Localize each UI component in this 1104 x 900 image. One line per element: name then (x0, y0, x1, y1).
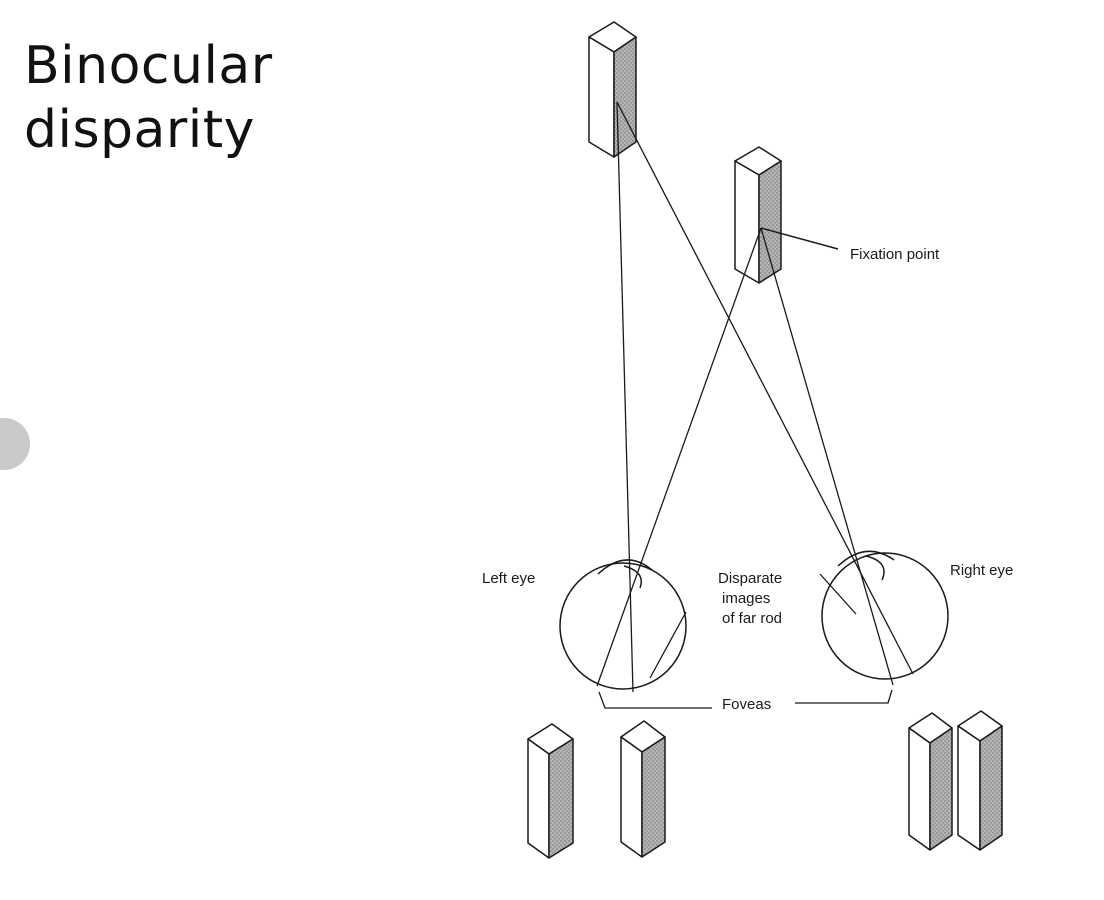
right-eye-label: Right eye (950, 562, 1013, 579)
left-eye-view-rods (527, 720, 666, 859)
slide-title: Binocular disparity (24, 36, 273, 160)
right-eye-view-rods (908, 710, 1003, 851)
left-view-rod-1 (527, 723, 574, 859)
right-eye (821, 550, 949, 680)
fixation-pointer-line (760, 227, 839, 250)
far-rod (588, 21, 637, 158)
foveas-bracket (598, 689, 893, 709)
disparate-pointer-lines (649, 573, 857, 679)
left-eye (559, 559, 687, 690)
right-view-rod-1 (908, 712, 953, 851)
foveas-label: Foveas (722, 696, 771, 713)
sight-lines (596, 101, 914, 693)
disparate-label-line-3: of far rod (722, 610, 782, 627)
right-view-rod-2 (957, 710, 1003, 851)
left-view-rod-2 (620, 720, 666, 858)
disparate-label-line-1: Disparate (718, 570, 782, 587)
disparate-label-line-2: images (722, 590, 770, 607)
left-eye-label: Left eye (482, 570, 535, 587)
near-rod (734, 146, 782, 284)
fixation-point-label: Fixation point (850, 246, 940, 263)
